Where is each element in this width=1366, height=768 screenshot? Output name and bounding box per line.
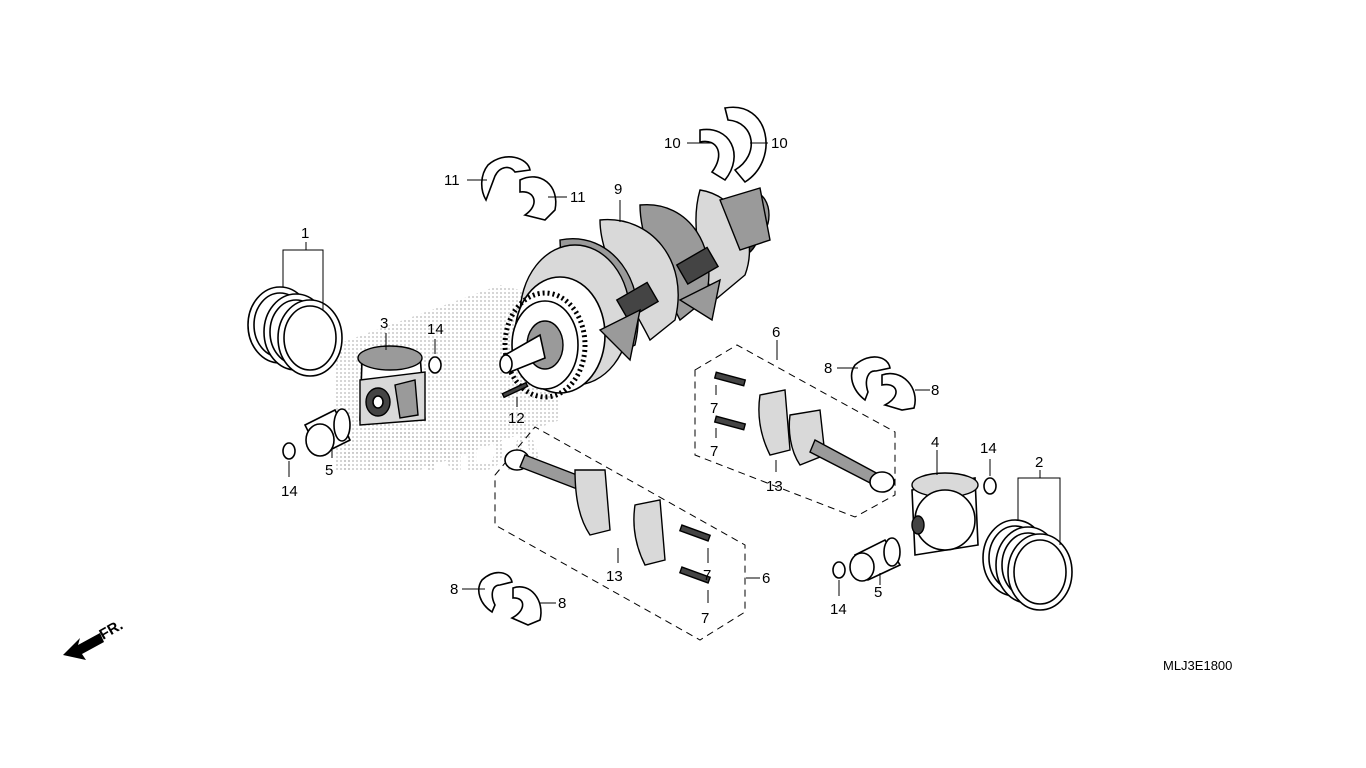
callout-6-lower: 6 [762,570,770,587]
callout-8-c: 8 [824,360,832,377]
callout-11-right: 11 [570,189,586,206]
rod-bolts-lower [678,524,712,584]
crankshaft [499,187,771,400]
conrod-group-box-lower [494,426,746,641]
callout-14-c: 14 [980,440,997,457]
callout-12: 12 [508,410,525,427]
callout-3: 3 [380,315,388,332]
front-direction-arrow: FR. [63,617,126,660]
callout-7-c: 7 [710,400,718,417]
main-bearings [480,156,557,221]
callout-7-a: 7 [703,567,711,584]
rod-cap-lower [633,499,666,566]
rod-cap-upper [758,389,791,456]
callout-13-upper: 13 [766,478,783,495]
callout-14-b: 14 [281,483,298,500]
callout-5-right: 5 [874,584,882,601]
callout-10-right: 10 [771,135,788,152]
circlip-14-d [832,561,846,579]
piston-pin-left [303,408,352,457]
diagram-code: MLJ3E1800 [1163,658,1232,673]
callout-2: 2 [1035,454,1043,471]
callout-14-a: 14 [427,321,444,338]
callout-6-upper: 6 [772,324,780,341]
callout-8-a: 8 [450,581,458,598]
piston-rings-right [982,519,1073,611]
callout-4: 4 [931,434,939,451]
conrod-group-box-upper [694,344,896,518]
callout-13-lower: 13 [606,568,623,585]
callout-8-d: 8 [931,382,939,399]
callout-7-b: 7 [701,610,709,627]
piston-left [357,345,426,426]
rod-bolts-upper [713,371,747,431]
callout-7-d: 7 [710,443,718,460]
circlip-14-b [282,442,296,460]
thrust-washers [699,106,767,184]
piston-rings-left [247,286,343,377]
key-12 [501,381,529,399]
rod-bearings-upper [850,356,916,411]
piston-pin-right [849,537,902,582]
callout-10-left: 10 [664,135,681,152]
callout-9: 9 [614,181,622,198]
conrod-upper [788,409,895,493]
callout-14-d: 14 [830,601,847,618]
circlip-14-c [983,477,997,495]
callout-8-b: 8 [558,595,566,612]
circlip-14-a [428,356,442,374]
callout-5-left: 5 [325,462,333,479]
callout-1: 1 [301,225,309,242]
piston-right [911,472,979,556]
rod-bearings-lower [478,571,542,626]
conrod-lower [504,449,611,536]
callout-11-left: 11 [444,172,460,189]
